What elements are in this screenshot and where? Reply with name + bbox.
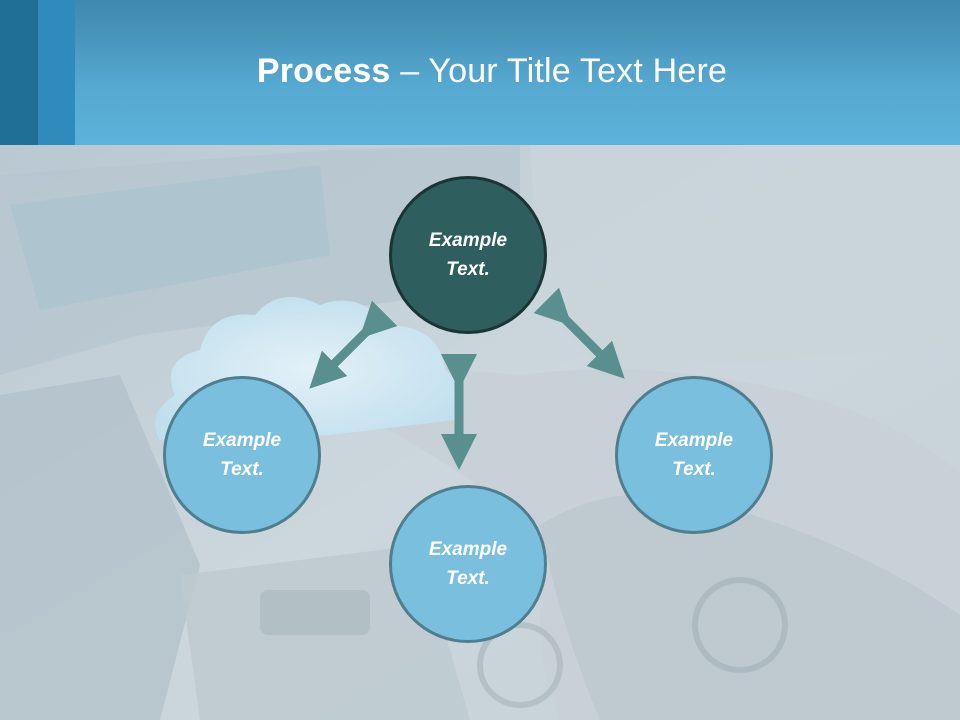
header-accent-stripe bbox=[0, 0, 38, 145]
title-bold: Process bbox=[256, 52, 391, 90]
slide-title: Process – Your Title Text Here bbox=[0, 52, 960, 91]
process-node-left: Example Text. bbox=[163, 376, 321, 534]
header-accent-stripe bbox=[38, 0, 75, 145]
node-label: Example Text. bbox=[428, 230, 508, 280]
header-bar bbox=[0, 0, 960, 145]
process-node-bottom: Example Text. bbox=[389, 485, 547, 643]
arrow-top-left bbox=[309, 300, 398, 389]
process-node-right: Example Text. bbox=[615, 376, 773, 534]
node-label: Example Text. bbox=[202, 430, 282, 480]
node-label: Example Text. bbox=[654, 430, 734, 480]
process-node-top: Example Text. bbox=[389, 176, 547, 334]
arrow-top-right bbox=[533, 287, 625, 379]
title-rest: – Your Title Text Here bbox=[390, 52, 728, 90]
node-label: Example Text. bbox=[428, 539, 508, 589]
